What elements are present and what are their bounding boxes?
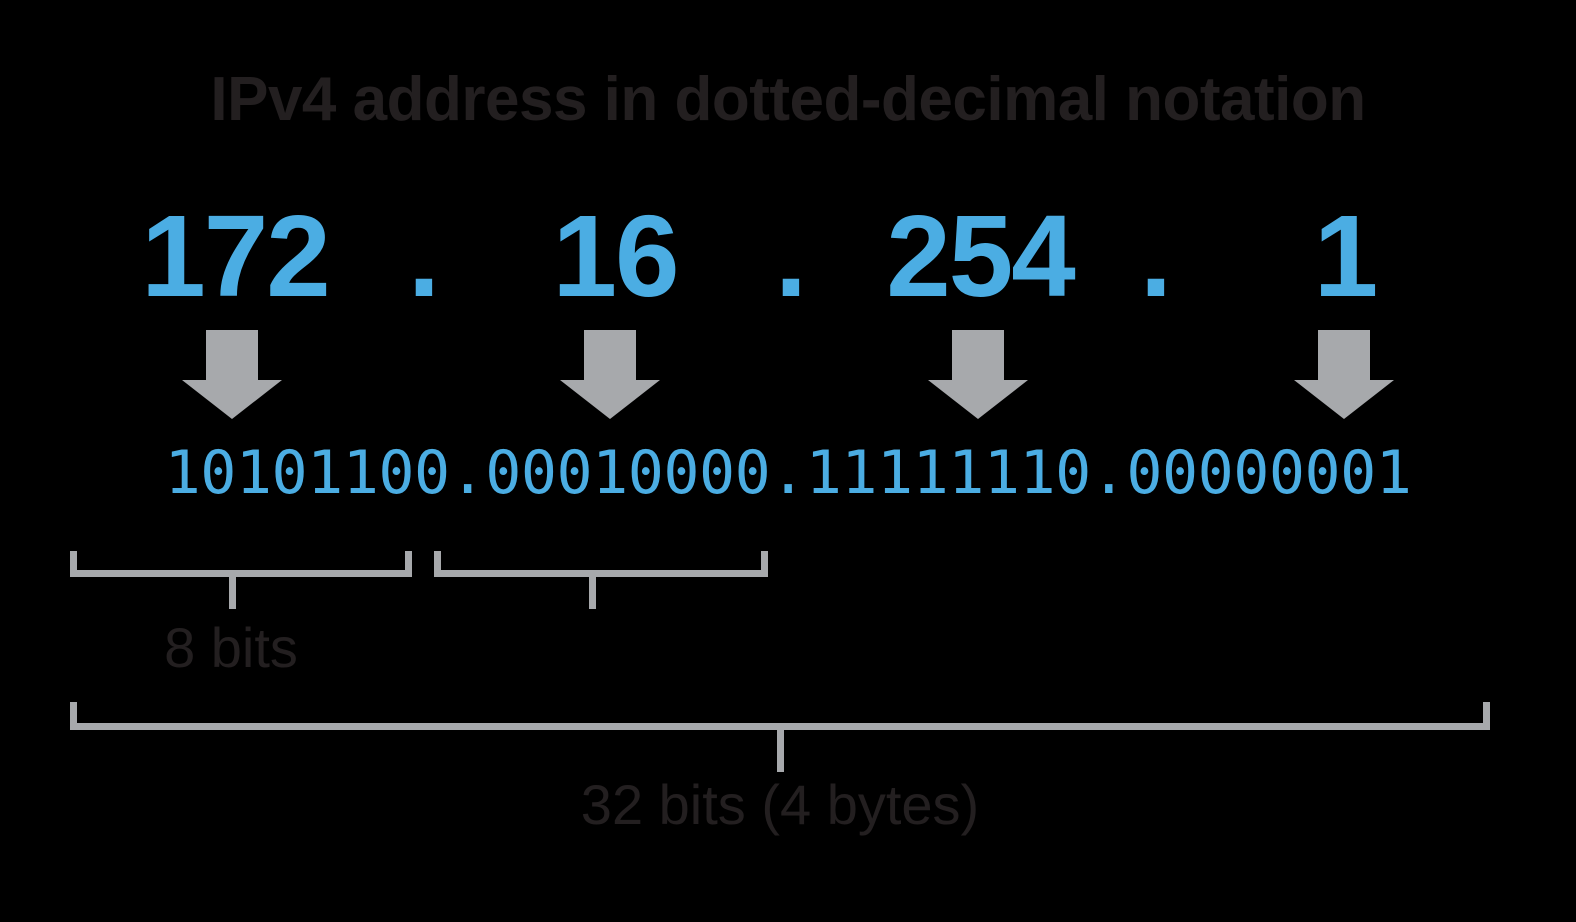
decimal-octet-3: 254 — [886, 191, 1076, 321]
bracket-stem — [589, 577, 596, 609]
arrow-head — [1294, 380, 1394, 419]
decimal-notation-row: 172 . 16 . 254 . 1 — [0, 196, 1576, 316]
bracket-bar — [70, 570, 412, 577]
decimal-separator-2: . — [774, 191, 808, 321]
bracket-bar — [434, 570, 768, 577]
bracket-tick-left — [70, 702, 77, 730]
bracket-tick-right — [761, 551, 768, 577]
arrow-shaft — [206, 330, 258, 382]
arrow-down-icon-octet-4 — [1294, 330, 1394, 419]
arrow-down-icon-octet-1 — [182, 330, 282, 419]
arrow-down-icon-octet-3 — [928, 330, 1028, 419]
arrow-down-icon-octet-2 — [560, 330, 660, 419]
bracket-bar — [70, 723, 1490, 730]
binary-notation-row: 10101100.00010000.11111110.00000001 — [164, 438, 1412, 508]
arrow-head — [182, 380, 282, 419]
arrow-shaft — [952, 330, 1004, 382]
page-title: IPv4 address in dotted-decimal notation — [210, 65, 1366, 134]
bracket-stem — [777, 730, 784, 772]
decimal-octet-2: 16 — [552, 191, 679, 321]
arrow-shaft — [584, 330, 636, 382]
bracket-octet-1 — [70, 551, 412, 609]
total-size-label: 32 bits (4 bytes) — [580, 773, 980, 836]
bracket-tick-left — [434, 551, 441, 577]
decimal-separator-1: . — [407, 191, 441, 321]
decimal-separator-3: . — [1139, 191, 1173, 321]
bracket-tick-right — [1483, 702, 1490, 730]
bracket-tick-left — [70, 551, 77, 577]
arrow-head — [560, 380, 660, 419]
bracket-stem — [229, 577, 236, 609]
arrow-head — [928, 380, 1028, 419]
decimal-octet-4: 1 — [1313, 191, 1379, 321]
bracket-tick-right — [405, 551, 412, 577]
decimal-octet-1: 172 — [141, 191, 331, 321]
bracket-octet-2 — [434, 551, 768, 609]
octet-size-label: 8 bits — [164, 616, 298, 679]
bracket-total-address — [70, 702, 1490, 772]
arrow-shaft — [1318, 330, 1370, 382]
